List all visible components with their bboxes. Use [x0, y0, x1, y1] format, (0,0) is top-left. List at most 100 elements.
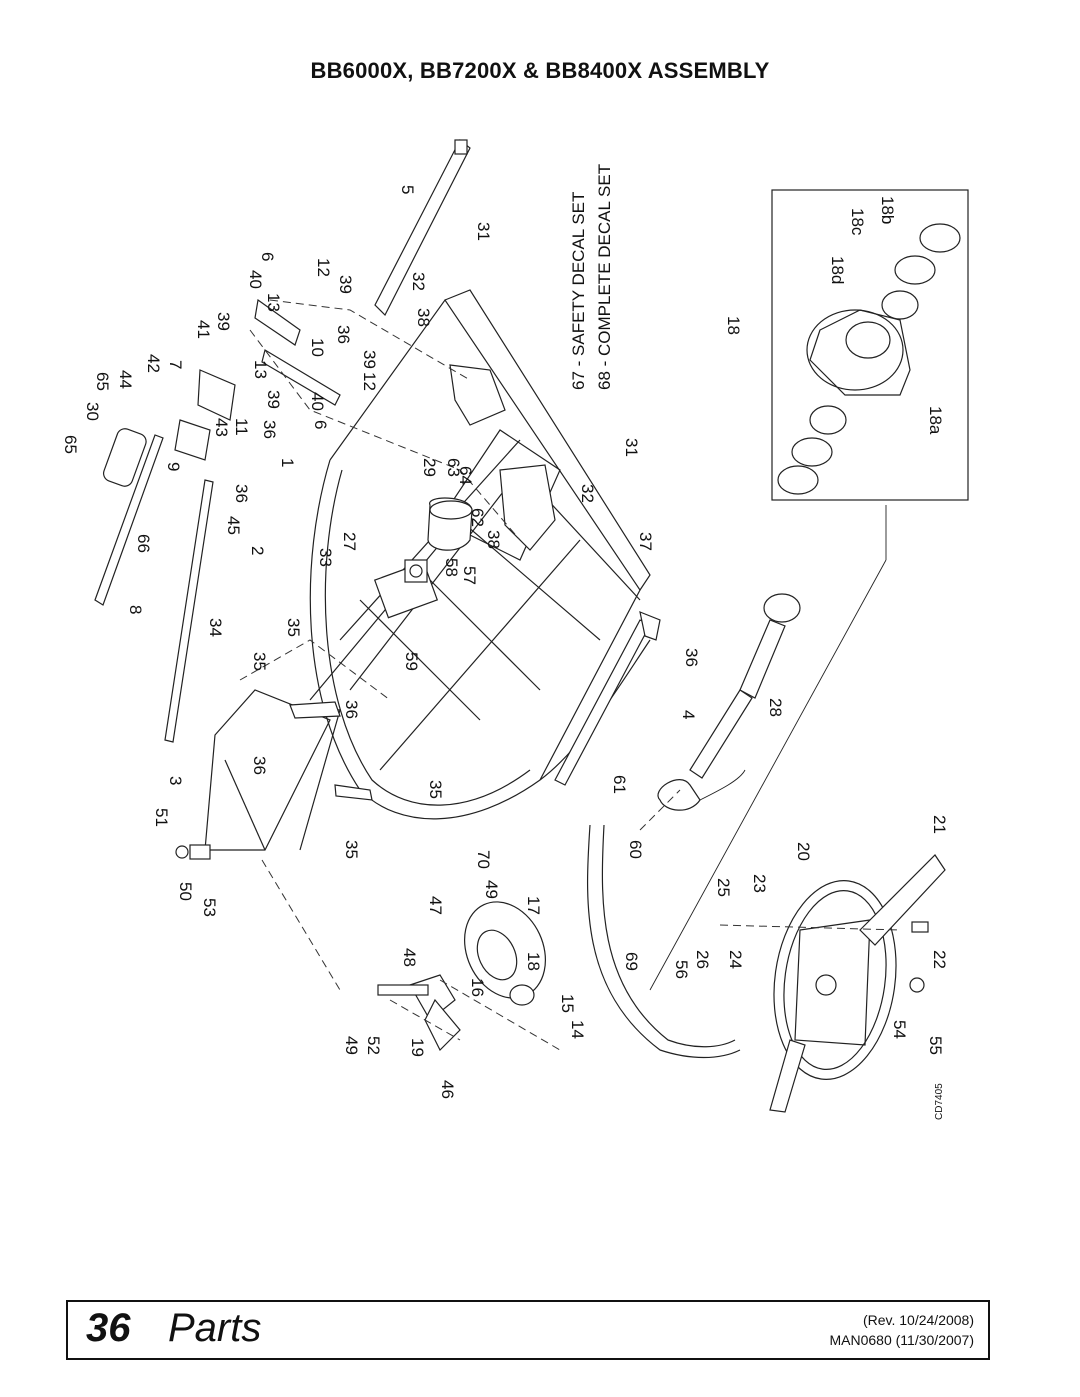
- safety-decal-note: 67 - SAFETY DECAL SET: [569, 192, 588, 390]
- blade-carrier: [769, 854, 946, 1113]
- callout-18c: 18c: [848, 208, 867, 236]
- callout-43: 43: [212, 418, 231, 437]
- tailwheel-frame: [175, 689, 373, 860]
- callout-42: 42: [144, 354, 163, 373]
- callout-61: 61: [610, 775, 629, 794]
- driveline: [657, 593, 801, 811]
- callout-36: 36: [334, 325, 353, 344]
- callout-41: 41: [194, 320, 213, 339]
- callout-6: 6: [258, 252, 277, 261]
- page-footer: 36 Parts (Rev. 10/24/2008) MAN0680 (11/3…: [66, 1300, 990, 1360]
- callout-39: 39: [336, 275, 355, 294]
- callout-58: 58: [442, 558, 461, 577]
- callout-1: 1: [278, 458, 297, 467]
- gearbox: [373, 497, 473, 619]
- callouts: 5 31 12 39 32 38 6 40 13 10 36 39 12 41 …: [61, 185, 949, 1099]
- callout-65: 65: [61, 435, 80, 454]
- callout-10: 10: [308, 338, 327, 357]
- callout-20: 20: [794, 842, 813, 861]
- callout-7: 7: [166, 360, 185, 369]
- assembly-diagram: 5 31 12 39 32 38 6 40 13 10 36 39 12 41 …: [61, 139, 969, 1120]
- callout-36: 36: [260, 420, 279, 439]
- callout-12: 12: [314, 258, 333, 277]
- callout-48: 48: [400, 948, 419, 967]
- callout-49: 49: [342, 1036, 361, 1055]
- callout-3: 3: [166, 776, 185, 785]
- callout-35: 35: [250, 652, 269, 671]
- callout-47: 47: [426, 896, 445, 915]
- callout-14: 14: [568, 1020, 587, 1039]
- hitch-brackets: [374, 139, 556, 551]
- callout-49: 49: [482, 880, 501, 899]
- callout-51: 51: [152, 808, 171, 827]
- callout-59: 59: [402, 652, 421, 671]
- callout-11: 11: [232, 418, 251, 436]
- callout-54: 54: [890, 1020, 909, 1039]
- callout-70: 70: [474, 850, 493, 869]
- callout-27: 27: [340, 532, 359, 551]
- callout-32: 32: [409, 272, 428, 291]
- callout-29: 29: [420, 458, 439, 477]
- callout-32: 32: [578, 484, 597, 503]
- callout-65: 65: [93, 372, 112, 391]
- tail-wheel: [377, 901, 547, 1052]
- callout-6: 6: [311, 420, 330, 429]
- callout-12: 12: [360, 372, 379, 391]
- page-title: BB6000X, BB7200X & BB8400X ASSEMBLY: [310, 58, 770, 83]
- callout-18b: 18b: [878, 196, 897, 224]
- callout-39: 39: [264, 390, 283, 409]
- callout-8: 8: [126, 605, 145, 614]
- callout-46: 46: [438, 1080, 457, 1099]
- callout-18a: 18a: [926, 406, 945, 435]
- callout-9: 9: [164, 462, 183, 471]
- callout-19: 19: [408, 1038, 427, 1057]
- callout-39: 39: [360, 350, 379, 369]
- callout-13: 13: [251, 360, 270, 379]
- manual-number: MAN0680 (11/30/2007): [829, 1332, 975, 1348]
- callout-39: 39: [214, 312, 233, 331]
- callout-13: 13: [264, 293, 283, 312]
- hub-detail-box: [649, 189, 969, 991]
- callout-38: 38: [484, 530, 503, 549]
- callout-26: 26: [693, 950, 712, 969]
- callout-53: 53: [200, 898, 219, 917]
- callout-31: 31: [622, 438, 641, 457]
- callout-25: 25: [714, 878, 733, 897]
- callout-66: 66: [134, 534, 153, 553]
- callout-5: 5: [398, 185, 417, 194]
- callout-36: 36: [250, 756, 269, 775]
- callout-18d: 18d: [828, 256, 847, 284]
- callout-16: 16: [468, 978, 487, 997]
- callout-30: 30: [83, 402, 102, 421]
- callout-36: 36: [342, 700, 361, 719]
- page-number: 36: [86, 1306, 131, 1350]
- callout-44: 44: [116, 370, 135, 389]
- callout-35: 35: [284, 618, 303, 637]
- callout-37: 37: [636, 532, 655, 551]
- callout-2: 2: [248, 546, 267, 555]
- callout-57: 57: [460, 566, 479, 585]
- callout-24: 24: [726, 950, 745, 969]
- callout-40: 40: [308, 392, 327, 411]
- callout-63: 63: [444, 458, 463, 477]
- callout-34: 34: [206, 618, 225, 637]
- callout-45: 45: [224, 516, 243, 535]
- callout-36: 36: [682, 648, 701, 667]
- callout-23: 23: [750, 874, 769, 893]
- drawing-reference: CD7405: [934, 1083, 945, 1120]
- callout-15: 15: [558, 994, 577, 1013]
- callout-69: 69: [622, 952, 641, 971]
- callout-52: 52: [364, 1036, 383, 1055]
- band-guard: [586, 824, 741, 1059]
- callout-50: 50: [176, 882, 195, 901]
- callout-64: 64: [456, 466, 475, 485]
- callout-55: 55: [926, 1036, 945, 1055]
- revision-date: (Rev. 10/24/2008): [862, 1312, 974, 1328]
- callout-35: 35: [426, 780, 445, 799]
- callout-40: 40: [246, 270, 265, 289]
- skid-shoe: [554, 611, 661, 786]
- callout-56: 56: [672, 960, 691, 979]
- callout-21: 21: [930, 815, 949, 834]
- callout-36: 36: [232, 484, 251, 503]
- callout-22: 22: [930, 950, 949, 969]
